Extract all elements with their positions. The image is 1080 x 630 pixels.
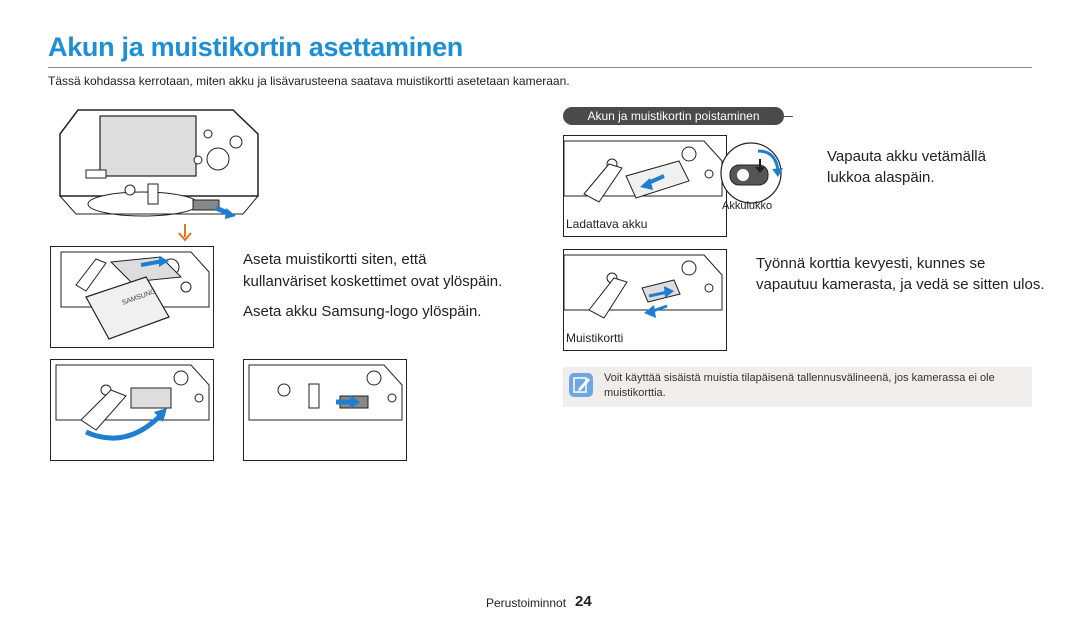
camera-bottom-illustration — [48, 104, 278, 229]
intro-text: Tässä kohdassa kerrotaan, miten akku ja … — [48, 74, 570, 88]
remove-battery-illustration — [563, 135, 727, 237]
insert-step-text-1a: Aseta muistikortti siten, että — [243, 251, 427, 268]
battery-label: Ladattava akku — [566, 217, 648, 231]
title-divider — [48, 67, 1032, 68]
remove-card-illustration — [563, 249, 727, 351]
lock-magnifier — [710, 137, 792, 224]
card-instruction-b: vapautuu kamerasta, ja vedä se sitten ul… — [756, 276, 1045, 293]
insert-step-text-2: Aseta akku Samsung-logo ylöspäin. — [243, 303, 482, 320]
note-text: Voit käyttää sisäistä muistia tilapäisen… — [604, 372, 995, 399]
page-number: 24 — [575, 593, 592, 610]
battery-instruction-a: Vapauta akku vetämällä — [827, 148, 986, 165]
battery-instruction-b: lukkoa alaspäin. — [827, 169, 935, 186]
footer-section: Perustoiminnot — [486, 596, 567, 610]
close-cover-illustration — [50, 359, 214, 461]
lock-cover-illustration — [243, 359, 407, 461]
card-instruction-a: Työnnä korttia kevyesti, kunnes se — [756, 255, 986, 272]
step-arrow-icon — [177, 224, 193, 247]
pencil-note-icon — [569, 373, 593, 397]
page-title: Akun ja muistikortin asettaminen — [48, 32, 463, 62]
lock-label: Akkulukko — [722, 200, 773, 212]
note-box — [563, 367, 1032, 407]
insert-step-text-1b: kullanväriset koskettimet ovat ylöspäin. — [243, 273, 503, 290]
card-label: Muistikortti — [566, 331, 624, 345]
insert-illustration: SAMSUNG — [50, 246, 214, 348]
removal-heading: Akun ja muistikortin poistaminen — [563, 107, 784, 125]
